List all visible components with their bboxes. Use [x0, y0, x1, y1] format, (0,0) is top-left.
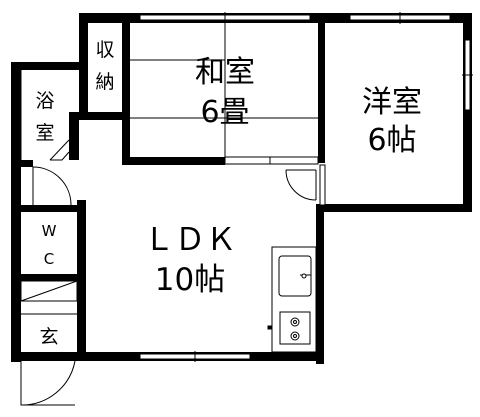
shoe-cabinet: [20, 280, 78, 302]
wall-wc-bottom: [11, 274, 85, 281]
wall-right: [463, 13, 472, 212]
kitchen-sink: [278, 255, 312, 297]
label-youshitsu-line1: 洋室: [362, 85, 422, 120]
label-youshitsu-line2: 6帖: [367, 123, 416, 158]
tatami-lines: [130, 20, 319, 165]
label-wc-line2: C: [44, 250, 54, 268]
label-washitsu-line2: 6畳: [200, 95, 249, 130]
label-wc-line1: W: [42, 222, 57, 240]
door-entrance: [20, 360, 76, 406]
wall-washitsu-bottom-left: [122, 157, 225, 165]
windows: [139, 12, 473, 362]
door-wc: [32, 166, 72, 206]
kitchen: [267, 246, 317, 353]
label-bath-line1: 浴: [35, 90, 54, 112]
wall-bath-top: [11, 62, 86, 70]
wall-storage-bottom: [79, 112, 129, 120]
label-storage-line2: 納: [95, 71, 114, 93]
wall-bottom-left: [11, 352, 87, 361]
wall-washitsu-left: [122, 20, 130, 165]
gas-stove: [279, 311, 311, 345]
wall-youshitsu-bottom: [318, 204, 472, 212]
label-ldk-line1: ＬＤＫ: [144, 222, 237, 258]
label-ldk-line2: 10帖: [155, 262, 225, 298]
wall-ldk-right: [316, 204, 324, 364]
wall-washitsu-youshitsu: [318, 13, 325, 163]
wall-wc-top: [11, 205, 85, 212]
label-bath-line2: 室: [35, 122, 54, 144]
window-youshitsu-left: [319, 164, 326, 206]
room-labels: 和室 6畳 洋室 6帖 ＬＤＫ 10帖 収 納 浴 室 W C 玄: [35, 39, 422, 348]
doors: [20, 139, 317, 406]
label-entrance: 玄: [39, 326, 58, 348]
wall-bath-right: [69, 112, 79, 160]
wall-bath-bottom: [11, 160, 33, 167]
label-storage-line1: 収: [95, 39, 114, 61]
label-washitsu-line1: 和室: [195, 55, 255, 90]
